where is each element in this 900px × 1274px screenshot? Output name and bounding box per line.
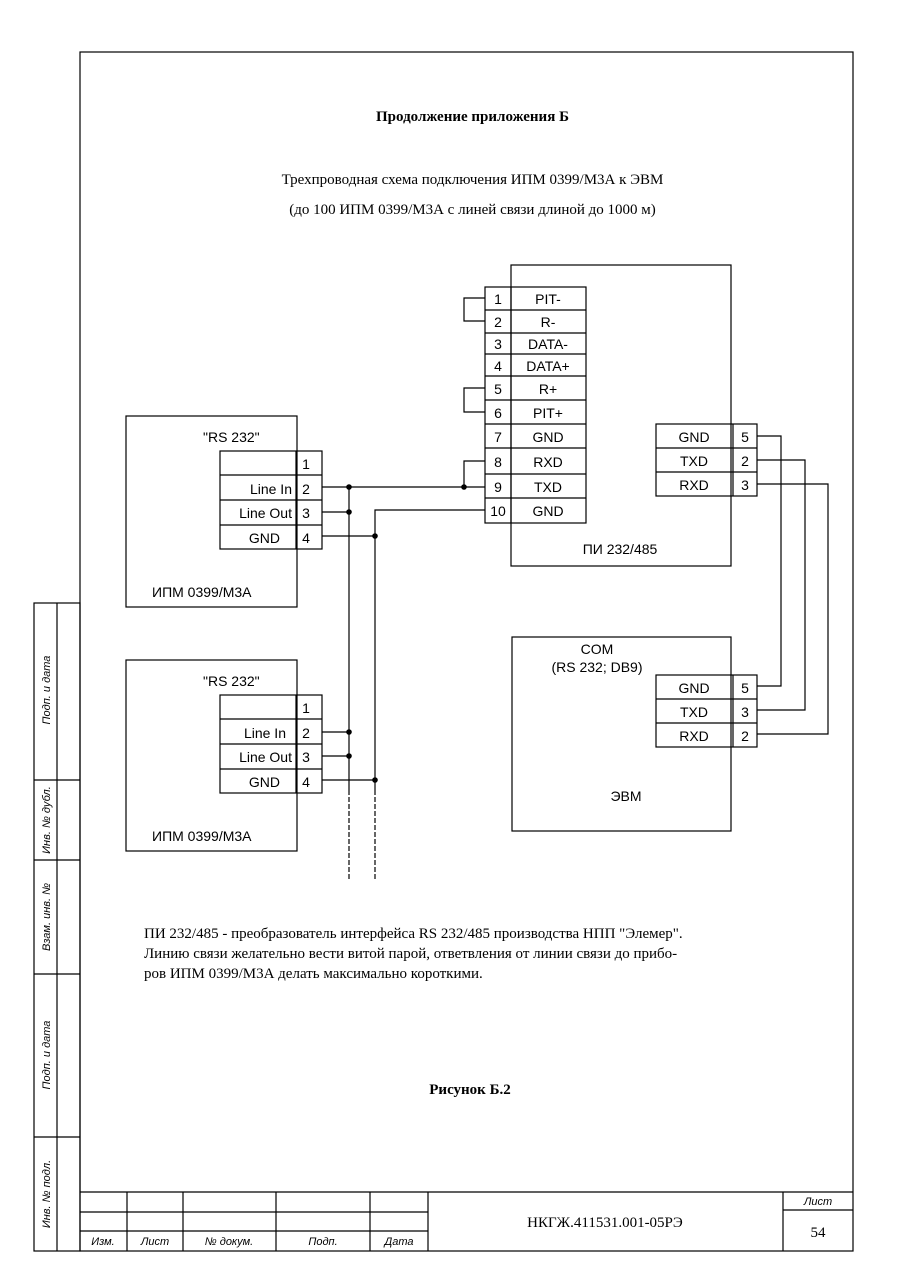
conv-pin-3-label: DATA- <box>528 336 568 352</box>
conv-pin-1-label: PIT- <box>535 291 561 307</box>
conv-pin-9-num: 9 <box>494 479 502 495</box>
computer-pin-5-label: GND <box>678 680 709 696</box>
conv-pin-7-label: GND <box>532 429 563 445</box>
conv-right-pin-3-num: 3 <box>741 477 749 493</box>
conv-pin-3-num: 3 <box>494 336 502 352</box>
device-b-name: ИПМ 0399/М3А <box>152 828 252 844</box>
wire-rxd-txd <box>757 483 829 735</box>
device-b-port-label: "RS 232" <box>203 673 260 689</box>
device-a-pin-1-num: 1 <box>302 456 310 472</box>
device-b-pin-2-label: Line In <box>244 725 286 741</box>
conv-right-pin-3-label: RXD <box>679 477 709 493</box>
wire-gnd <box>757 435 782 687</box>
conv-pin-6-num: 6 <box>494 405 502 421</box>
device-a-pin-2-num: 2 <box>302 481 310 497</box>
device-a-pin-3-label: Line Out <box>239 505 292 521</box>
conv-pin-2-num: 2 <box>494 314 502 330</box>
computer-pin-2-label: RXD <box>679 728 709 744</box>
computer-port-line-1: COM <box>581 641 614 657</box>
sidebar-label-4: Подп. и дата <box>41 1021 53 1090</box>
conv-pin-5-num: 5 <box>494 381 502 397</box>
doc-code: НКГЖ.411531.001-05РЭ <box>527 1215 683 1231</box>
conv-pin-10-num: 10 <box>490 503 506 519</box>
device-a-port-label: "RS 232" <box>203 429 260 445</box>
device-b-pin-4-label: GND <box>249 774 280 790</box>
computer-terminal <box>655 674 758 748</box>
sheet-label: Лист <box>803 1196 832 1208</box>
computer-pin-5-num: 5 <box>741 680 749 696</box>
tb-label-list: Лист <box>140 1236 169 1248</box>
sidebar-label-3: Взам. инв. № <box>41 883 53 951</box>
conv-pin-6-label: PIT+ <box>533 405 563 421</box>
wire-txd-rxd <box>757 459 806 711</box>
note-line-1: ПИ 232/485 - преобразователь интерфейса … <box>144 926 683 942</box>
tb-label-sign: Подп. <box>308 1236 337 1248</box>
conv-pin-5-label: R+ <box>539 381 557 397</box>
conv-pin-8-label: RXD <box>533 454 563 470</box>
converter-left-terminal <box>484 286 587 524</box>
device-b-pin-3-label: Line Out <box>239 749 292 765</box>
computer-pin-3-num: 3 <box>741 704 749 720</box>
tb-label-izm: Изм. <box>91 1236 114 1248</box>
conv-pin-7-num: 7 <box>494 429 502 445</box>
conv-right-pin-2-label: TXD <box>680 453 708 469</box>
computer-port-line-2: (RS 232; DB9) <box>551 659 642 675</box>
conv-right-pin-5-label: GND <box>678 429 709 445</box>
sidebar-label-2: Инв. № дубл. <box>41 786 53 854</box>
figure-caption: Рисунок Б.2 <box>429 1082 511 1098</box>
computer-box <box>511 636 732 832</box>
conv-pin-4-label: DATA+ <box>526 358 569 374</box>
conv-right-pin-5-num: 5 <box>741 429 749 445</box>
conv-pin-1-num: 1 <box>494 291 502 307</box>
conv-pin-8-num: 8 <box>494 454 502 470</box>
conv-right-pin-2-num: 2 <box>741 453 749 469</box>
conv-pin-10-label: GND <box>532 503 563 519</box>
note-line-2: Линию связи желательно вести витой парой… <box>144 946 678 962</box>
converter-name: ПИ 232/485 <box>583 541 658 557</box>
computer-name: ЭВМ <box>610 788 641 804</box>
device-b-pin-2-num: 2 <box>302 725 310 741</box>
note-line-3: ров ИПМ 0399/М3А делать максимально коро… <box>144 966 483 982</box>
page-heading: Продолжение приложения Б <box>376 109 569 125</box>
device-a-name: ИПМ 0399/М3А <box>152 584 252 600</box>
sidebar-label-5: Инв. № подл. <box>41 1160 53 1228</box>
conv-pin-2-label: R- <box>541 314 556 330</box>
device-a-pin-4-label: GND <box>249 530 280 546</box>
computer-pin-3-label: TXD <box>680 704 708 720</box>
device-b-box <box>125 659 298 852</box>
tb-label-doc: № докум. <box>205 1236 253 1248</box>
device-b-pin-3-num: 3 <box>302 749 310 765</box>
device-a-pin-4-num: 4 <box>302 530 310 546</box>
device-b-pin-1-num: 1 <box>302 700 310 716</box>
sheet-number: 54 <box>811 1225 827 1241</box>
device-a-box <box>125 415 298 608</box>
sidebar-label-1: Подп. и дата <box>41 656 53 725</box>
computer-pin-2-num: 2 <box>741 728 749 744</box>
conv-pin-9-label: TXD <box>534 479 562 495</box>
device-b-pin-4-num: 4 <box>302 774 310 790</box>
conv-pin-4-num: 4 <box>494 358 502 374</box>
page-frame <box>79 51 854 1252</box>
device-a-pin-3-num: 3 <box>302 505 310 521</box>
device-a-pin-2-label: Line In <box>250 481 292 497</box>
diagram-title-line-1: Трехпроводная схема подключения ИПМ 0399… <box>281 172 664 188</box>
diagram-title-line-2: (до 100 ИПМ 0399/М3А с линей связи длино… <box>289 202 656 218</box>
tb-label-date: Дата <box>382 1236 413 1248</box>
